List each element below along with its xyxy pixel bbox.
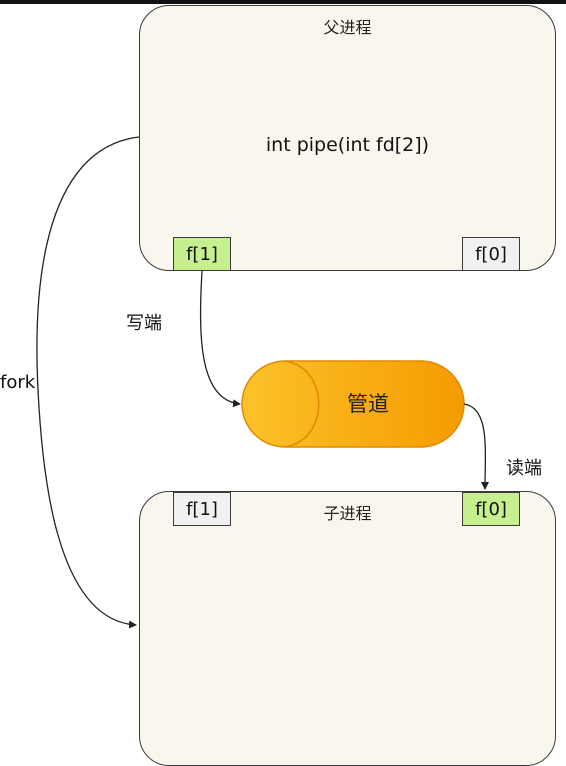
fork-label: fork [0,372,36,393]
child-process-box: 子进程 [139,491,556,766]
parent-process-box: 父进程 int pipe(int fd[2]) [139,5,556,271]
read-end-arrow [463,403,490,490]
parent-fd-write: f[1] [173,237,231,271]
fork-arrow [36,136,140,629]
parent-process-title: 父进程 [323,18,372,37]
read-end-label: 读端 [506,458,542,479]
top-edge-bar [0,0,566,4]
child-process-title: 子进程 [323,504,372,523]
parent-fd-read: f[0] [462,237,520,271]
child-fd-read: f[0] [462,492,520,526]
write-end-label: 写端 [126,313,162,334]
child-fd-write: f[1] [173,492,231,526]
pipe-call-code: int pipe(int fd[2]) [265,134,430,156]
write-end-arrow [199,270,241,408]
pipe-label: 管道 [347,392,389,416]
